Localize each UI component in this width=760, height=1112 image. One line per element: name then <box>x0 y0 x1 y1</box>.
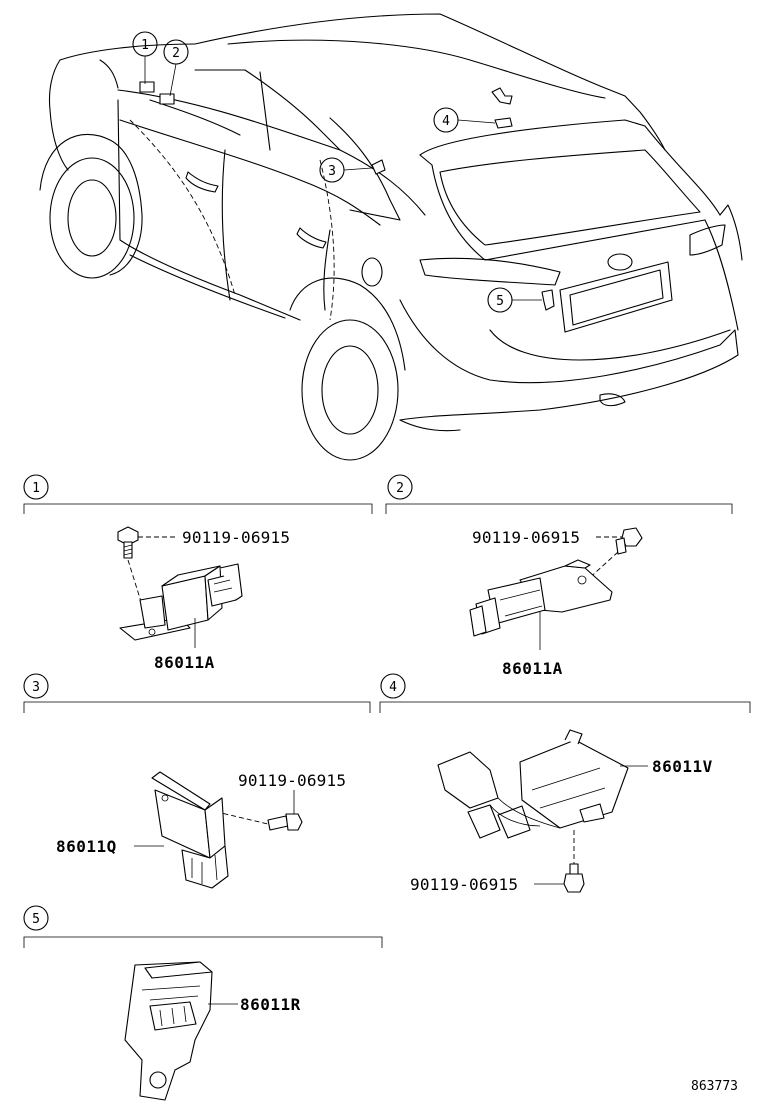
section-1-index: 1 <box>32 481 40 496</box>
section-4-bracket <box>379 701 751 713</box>
section-1-index-circle <box>23 474 49 500</box>
section-3: 3 90119-06915 86011Q <box>23 673 371 889</box>
vehicle-overview <box>39 13 743 461</box>
section-3-part-number: 86011Q <box>56 837 117 856</box>
svg-text:1: 1 <box>141 38 149 53</box>
overview-callout-4: 4 <box>433 107 496 133</box>
section-3-bracket <box>23 701 371 713</box>
sensor-bracket-icon <box>124 961 213 1101</box>
section-2-index-circle <box>387 474 413 500</box>
diagram-reference-number: 863773 <box>691 1079 738 1094</box>
bolt-icon <box>117 526 139 559</box>
section-4: 4 86011V 90119-06915 <box>379 673 751 894</box>
section-2: 2 90119-06915 86011A <box>385 474 733 678</box>
section-1-part-number: 86011A <box>154 653 215 672</box>
section-4-index: 4 <box>389 680 397 695</box>
svg-text:4: 4 <box>442 114 450 129</box>
section-4-bolt-number: 90119-06915 <box>410 875 518 894</box>
section-5-index: 5 <box>32 912 40 927</box>
overview-callout-3: 3 <box>319 157 373 183</box>
section-1: 1 90119-06915 86011A <box>23 474 373 672</box>
section-5-part-number: 86011R <box>240 995 301 1014</box>
section-2-bolt-number: 90119-06915 <box>472 528 580 547</box>
section-4-part-number: 86011V <box>652 757 713 776</box>
section-5-bracket <box>23 936 383 948</box>
svg-text:2: 2 <box>172 46 180 61</box>
overview-callout-5: 5 <box>487 287 542 313</box>
svg-text:5: 5 <box>496 294 504 309</box>
yaw-rate-sensor-icon <box>469 559 613 637</box>
bolt-icon <box>615 527 643 555</box>
section-1-bracket <box>23 503 373 514</box>
section-2-bracket <box>385 503 733 514</box>
section-1-bolt-number: 90119-06915 <box>182 528 290 547</box>
yaw-rate-sensor-icon <box>119 563 243 641</box>
overview-callout-2: 2 <box>163 39 189 97</box>
section-3-index: 3 <box>32 680 40 695</box>
bolt-icon <box>563 863 585 893</box>
section-3-index-circle <box>23 673 49 699</box>
overview-callout-1: 1 <box>132 31 158 84</box>
bolt-icon <box>267 813 303 831</box>
sensor-module-icon <box>151 771 229 889</box>
section-3-bolt-number: 90119-06915 <box>238 771 346 790</box>
section-2-part-number: 86011A <box>502 659 563 678</box>
section-5: 5 86011R <box>23 905 383 1101</box>
sensor-module-icon <box>437 729 629 839</box>
section-2-index: 2 <box>396 481 404 496</box>
section-5-index-circle <box>23 905 49 931</box>
svg-text:3: 3 <box>328 164 336 179</box>
section-4-index-circle <box>380 673 406 699</box>
